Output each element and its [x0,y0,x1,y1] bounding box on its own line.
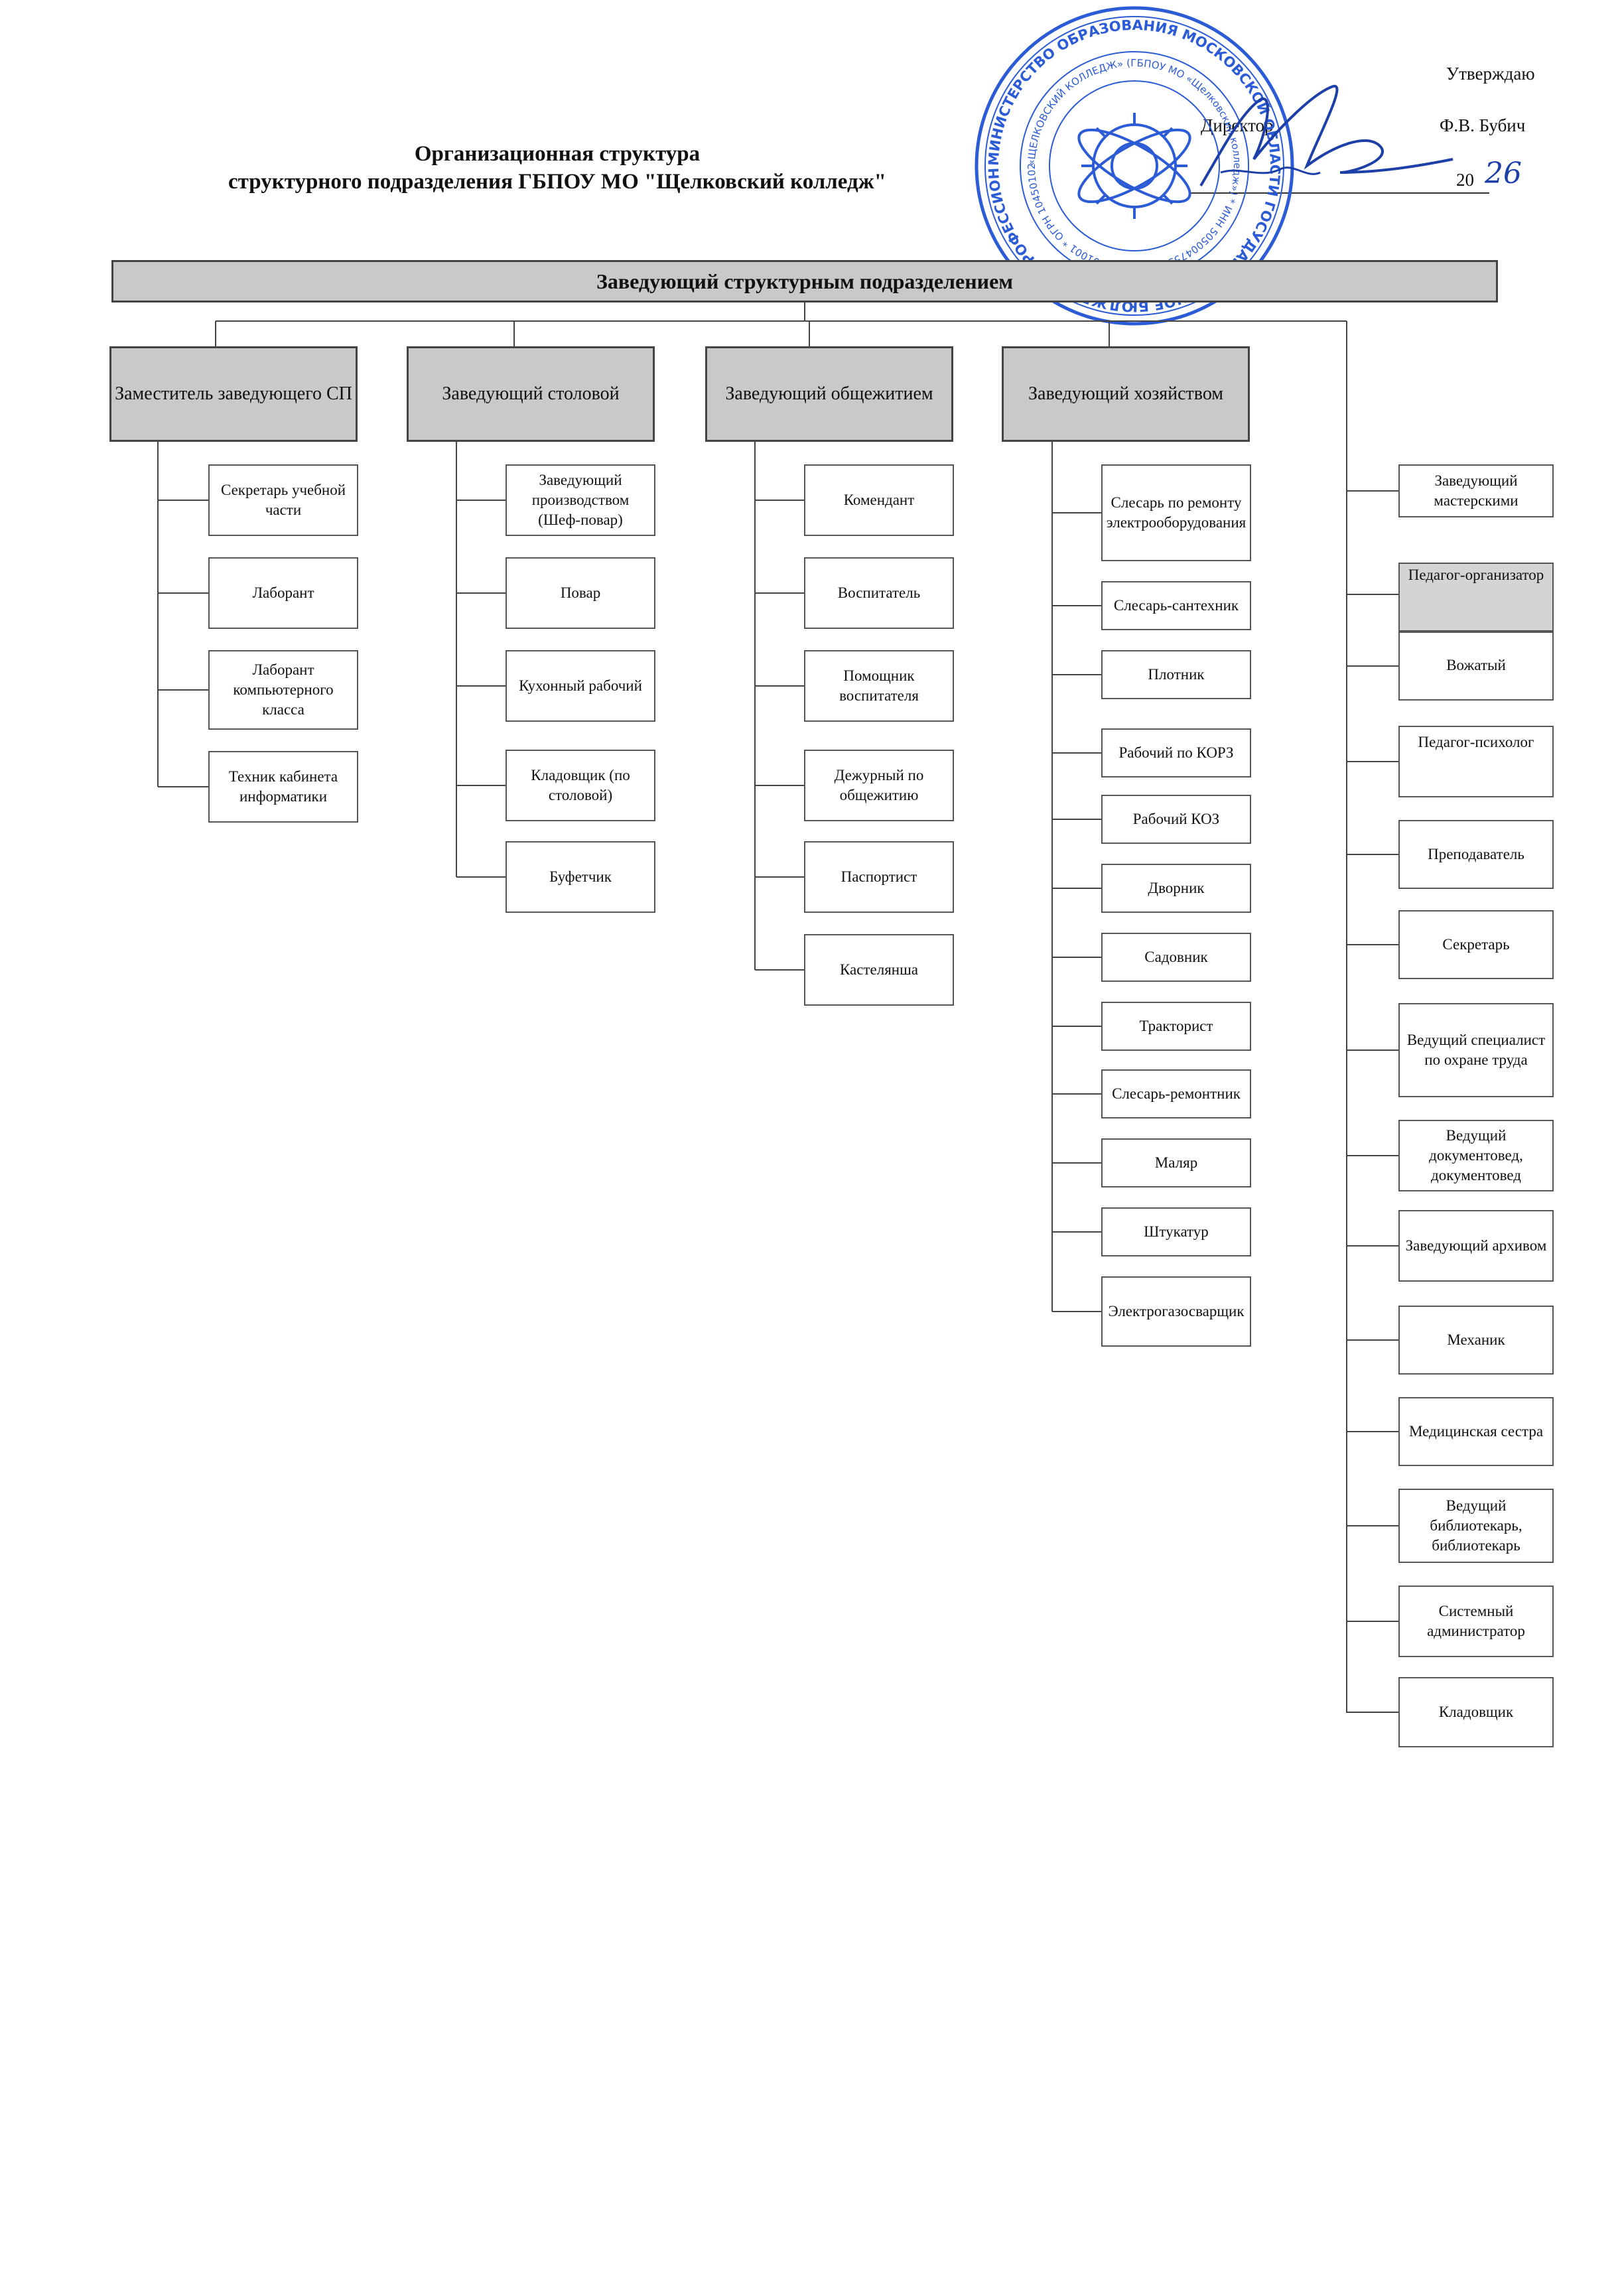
staff-box: Плотник [1101,650,1251,699]
staff-box: Кухонный рабочий [506,650,655,722]
staff-box: Секретарь учебной части [208,464,358,536]
staff-box: Помощник воспитателя [804,650,954,722]
staff-box: Садовник [1101,933,1251,982]
title-line-2: структурного подразделения ГБПОУ МО "Щел… [228,170,886,194]
direct-report-box: Медицинская сестра [1398,1397,1554,1466]
staff-box: Дежурный по общежитию [804,750,954,821]
staff-box: Техник кабинета информатики [208,751,358,823]
direct-report-box: Преподаватель [1398,820,1554,889]
direct-report-box: Кладовщик [1398,1677,1554,1747]
title-line-1: Организационная структура [414,142,701,166]
staff-box: Паспортист [804,841,954,913]
staff-box: Кладовщик (по столовой) [506,750,655,821]
staff-box: Буфетчик [506,841,655,913]
staff-box: Лаборант [208,557,358,629]
year-prefix: 20 [1456,170,1474,190]
direct-report-box: Заведующий архивом [1398,1210,1554,1282]
staff-box: Повар [506,557,655,629]
direct-report-box: Вожатый [1398,632,1554,701]
direct-report-box: Заведующий мастерскими [1398,464,1554,517]
staff-box: Комендант [804,464,954,536]
department-head-deputy: Заместитель заведующего СП [109,346,358,442]
staff-box: Дворник [1101,864,1251,913]
direct-report-box: Ведущий документовед, документовед [1398,1120,1554,1191]
staff-box: Слесарь-сантехник [1101,581,1251,630]
staff-box: Лаборант компьютерного класса [208,650,358,730]
staff-box: Рабочий КОЗ [1101,795,1251,844]
staff-box: Воспитатель [804,557,954,629]
staff-box: Электрогазосварщик [1101,1276,1251,1347]
director-name: Ф.В. Бубич [1440,115,1526,135]
staff-box: Заведующий производством (Шеф-повар) [506,464,655,536]
direct-report-box: Системный администратор [1398,1586,1554,1657]
staff-box: Слесарь-ремонтник [1101,1069,1251,1118]
direct-report-box: Педагог-психолог [1398,726,1554,797]
staff-box: Рабочий по КОРЗ [1101,728,1251,777]
stamp-gear-icon [1077,113,1191,219]
head-of-division: Заведующий структурным подразделением [111,260,1498,303]
direct-report-box: Ведущий специалист по охране труда [1398,1003,1554,1097]
direct-report-box: Педагог-организатор [1398,563,1554,632]
staff-box: Штукатур [1101,1207,1251,1256]
department-head-dormitory: Заведующий общежитием [705,346,953,442]
signature-underline [1191,192,1489,194]
staff-box: Кастелянша [804,934,954,1006]
staff-box: Тракторист [1101,1002,1251,1051]
staff-box: Слесарь по ремонту электрооборудования [1101,464,1251,561]
director-signature [1199,84,1453,187]
direct-report-box: Ведущий библиотекарь, библиотекарь [1398,1489,1554,1563]
department-head-canteen: Заведующий столовой [407,346,655,442]
direct-report-box: Механик [1398,1306,1554,1375]
department-head-maintenance: Заведующий хозяйством [1002,346,1250,442]
staff-box: Маляр [1101,1138,1251,1187]
approve-label: Утверждаю [1446,64,1535,84]
direct-report-box: Секретарь [1398,910,1554,979]
year-suffix: 26 [1485,157,1522,190]
